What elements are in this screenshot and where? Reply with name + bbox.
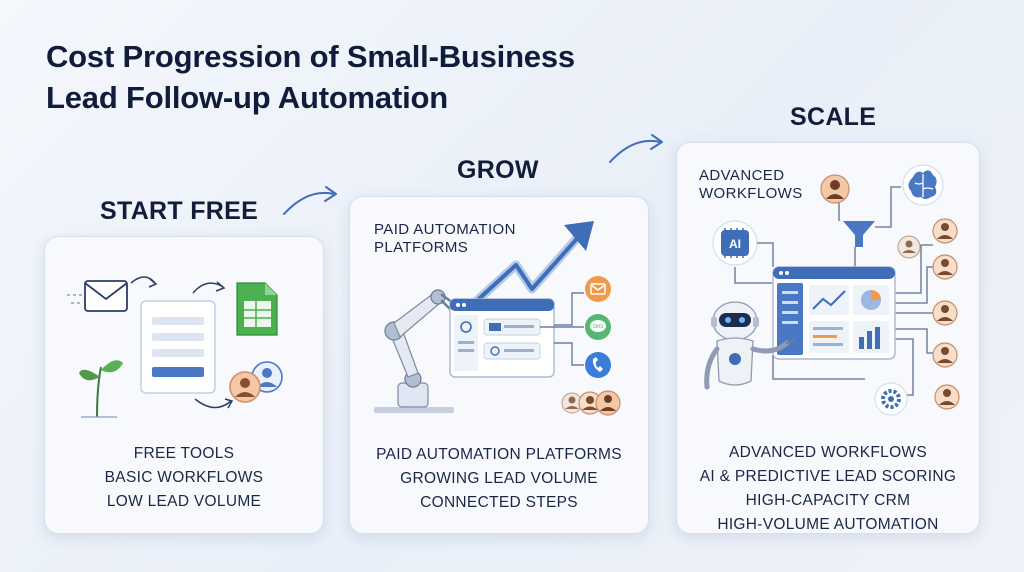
progression-arrow-2 <box>609 134 663 163</box>
heading-line: PAID AUTOMATION <box>374 221 516 238</box>
start-free-features: FREE TOOLS BASIC WORKFLOWS LOW LEAD VOLU… <box>45 442 323 514</box>
grow-features: PAID AUTOMATION PLATFORMS GROWING LEAD V… <box>350 443 648 515</box>
stage-card-scale: ADVANCED WORKFLOWS AI <box>676 142 980 534</box>
heading-line: ADVANCED <box>699 167 785 184</box>
envelope-icon <box>67 280 128 312</box>
filter-icon <box>843 221 875 247</box>
ai-badge-label: AI <box>729 237 741 251</box>
sprout-icon <box>79 360 123 418</box>
free-tools-illustration <box>67 276 283 418</box>
progression-arrow-1 <box>283 186 337 215</box>
feature-item: CONNECTED STEPS <box>420 494 578 511</box>
phone-icon <box>585 352 611 378</box>
page-title: Cost Progression of Small-Business Lead … <box>46 36 746 118</box>
grow-card-heading: PAID AUTOMATION PLATFORMS <box>374 221 516 257</box>
spreadsheet-icon <box>236 282 278 336</box>
document-icon <box>140 300 216 394</box>
sms-label: SMS <box>593 324 605 330</box>
stage-card-start-free: FREE TOOLS BASIC WORKFLOWS LOW LEAD VOLU… <box>44 236 324 534</box>
stage-card-grow: PAID AUTOMATION PLATFORMS <box>349 196 649 534</box>
chat-icon: SMS <box>585 314 611 340</box>
feature-item: AI & PREDICTIVE LEAD SCORING <box>699 468 957 485</box>
avatar-icon <box>820 174 850 204</box>
feature-item: FREE TOOLS <box>133 445 235 462</box>
dashboard-icon <box>772 266 896 360</box>
advanced-workflows-illustration: AI <box>704 164 960 416</box>
heading-line: WORKFLOWS <box>699 185 803 202</box>
email-icon <box>585 276 611 302</box>
feature-item: ADVANCED WORKFLOWS <box>728 444 927 461</box>
ai-chip-icon: AI <box>712 220 758 266</box>
paid-automation-illustration: SMS <box>374 221 621 416</box>
avatar-column-icon <box>897 218 960 410</box>
robot-arm-icon <box>374 289 458 413</box>
feature-item: HIGH-VOLUME AUTOMATION <box>717 516 939 533</box>
heading-line: PLATFORMS <box>374 239 469 256</box>
dashboard-icon <box>449 298 555 378</box>
robot-icon <box>704 301 796 390</box>
avatar-group-icon <box>561 390 621 416</box>
brain-icon <box>902 164 944 206</box>
trend-arrow-icon <box>466 221 594 311</box>
stage-label-grow: GROW <box>457 156 539 184</box>
avatar-icon <box>229 361 283 403</box>
feature-item: HIGH-CAPACITY CRM <box>745 492 911 509</box>
gear-icon <box>874 382 908 416</box>
feature-item: BASIC WORKFLOWS <box>104 469 264 486</box>
scale-features: ADVANCED WORKFLOWS AI & PREDICTIVE LEAD … <box>677 441 979 537</box>
title-line-2: Lead Follow-up Automation <box>46 80 448 115</box>
feature-item: GROWING LEAD VOLUME <box>400 470 598 487</box>
feature-item: LOW LEAD VOLUME <box>106 493 262 510</box>
stage-label-scale: SCALE <box>790 103 877 131</box>
feature-item: PAID AUTOMATION PLATFORMS <box>376 446 622 463</box>
stage-label-start-free: START FREE <box>100 197 259 225</box>
title-line-1: Cost Progression of Small-Business <box>46 39 575 74</box>
scale-card-heading: ADVANCED WORKFLOWS <box>699 167 803 203</box>
